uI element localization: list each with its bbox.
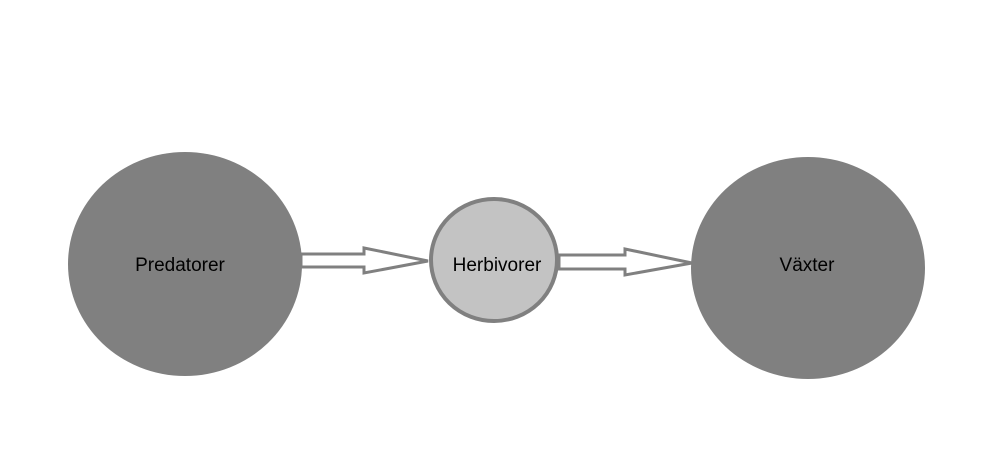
node-vaxter-circle <box>691 157 925 379</box>
node-herbivorer-label: Herbivorer <box>453 255 542 276</box>
node-herbivorer: Herbivorer <box>429 197 559 323</box>
node-predatorer-label: Predatorer <box>135 255 225 276</box>
arrow-predatorer-to-herbivorer <box>299 246 429 275</box>
node-predatorer: Predatorer <box>68 152 302 376</box>
node-predatorer-circle <box>68 152 302 376</box>
arrow-shape <box>557 247 693 277</box>
arrow-shape <box>299 246 429 275</box>
arrow-herbivorer-to-vaxter <box>557 247 693 277</box>
node-herbivorer-circle <box>429 197 559 323</box>
node-vaxter-label: Växter <box>780 255 836 276</box>
node-vaxter: Växter <box>691 157 925 379</box>
